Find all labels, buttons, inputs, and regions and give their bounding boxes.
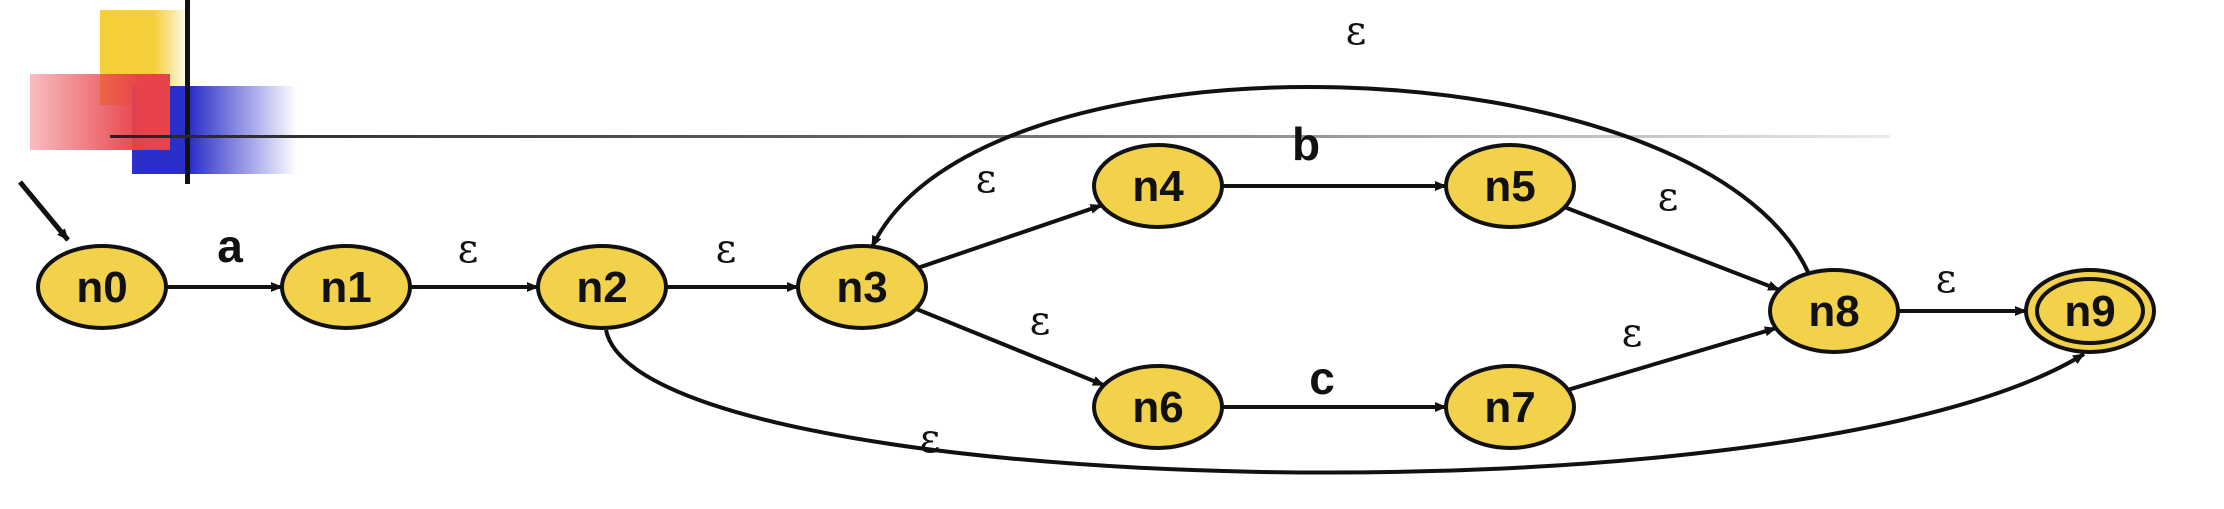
node-label-n7: n7 xyxy=(1484,383,1535,432)
node-label-n5: n5 xyxy=(1484,162,1535,211)
node-n2: n2 xyxy=(536,244,668,330)
node-shape-n1 xyxy=(280,244,412,330)
edge-n3-n4 xyxy=(917,203,1103,270)
edge-n8-n3 xyxy=(870,84,1810,273)
edge-label-n3-n6: ε xyxy=(1030,298,1051,344)
node-n1: n1 xyxy=(280,244,412,330)
edge-label-n4-n5: b xyxy=(1292,118,1320,170)
node-n4: n4 xyxy=(1092,143,1224,229)
edge-n7-n8 xyxy=(1567,326,1777,392)
node-n6: n6 xyxy=(1092,364,1224,450)
edge-label-n1-n2: ε xyxy=(458,226,479,272)
node-n5: n5 xyxy=(1444,143,1576,229)
deco-horizontal-line xyxy=(110,135,1890,138)
deco-vertical-line xyxy=(185,0,190,184)
edge-n3-n6 xyxy=(915,307,1105,387)
node-shape-n8 xyxy=(1768,268,1900,354)
node-label-n9: n9 xyxy=(2064,287,2115,336)
edge-label-n7-n8: ε xyxy=(1622,310,1643,356)
edge-label-n8-n9: ε xyxy=(1936,256,1957,302)
edge-label-n2-n3: ε xyxy=(716,226,737,272)
node-shape-n5 xyxy=(1444,143,1576,229)
node-label-n0: n0 xyxy=(76,263,127,312)
node-n3: n3 xyxy=(796,244,928,330)
node-n8: n8 xyxy=(1768,268,1900,354)
node-shape-n3 xyxy=(796,244,928,330)
edge-label-n5-n8: ε xyxy=(1658,174,1679,220)
node-label-n6: n6 xyxy=(1132,383,1183,432)
node-shape-n2 xyxy=(536,244,668,330)
node-label-n1: n1 xyxy=(320,263,371,312)
node-shape-n0 xyxy=(36,244,168,330)
edge-label-n0-n1: a xyxy=(217,220,243,272)
edge-label-n8-n3: ε xyxy=(1346,8,1367,54)
edge-n2-n9 xyxy=(604,329,2086,475)
accepting-ring-n9 xyxy=(2035,277,2145,345)
node-label-n3: n3 xyxy=(836,263,887,312)
node-label-n8: n8 xyxy=(1808,287,1859,336)
node-shape-n4 xyxy=(1092,143,1224,229)
edge-label-n2-n9: ε xyxy=(920,416,941,462)
node-shape-n7 xyxy=(1444,364,1576,450)
node-n0: n0 xyxy=(36,244,168,330)
node-shape-n9 xyxy=(2024,268,2156,354)
edge-n5-n8 xyxy=(1564,205,1781,292)
start-arrow xyxy=(18,180,70,242)
node-label-n2: n2 xyxy=(576,263,627,312)
node-n9: n9 xyxy=(2024,268,2156,354)
node-label-n4: n4 xyxy=(1132,162,1184,211)
edge-label-n6-n7: c xyxy=(1309,352,1335,404)
node-n7: n7 xyxy=(1444,364,1576,450)
node-shape-n6 xyxy=(1092,364,1224,450)
edge-label-n3-n4: ε xyxy=(976,156,997,202)
